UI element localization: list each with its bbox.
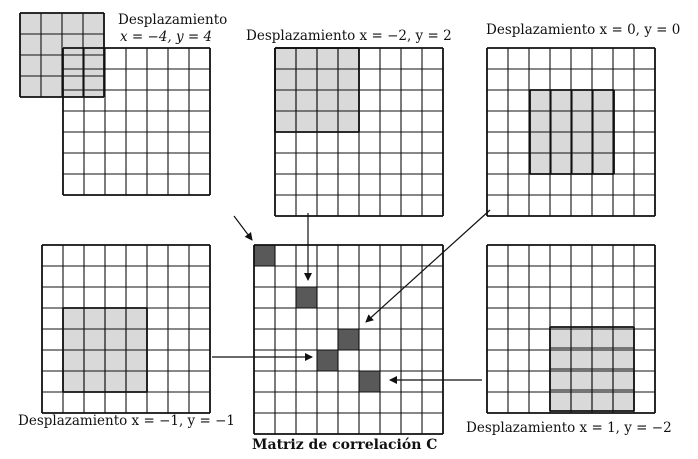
correlation-peak-cell: [338, 329, 359, 350]
arrows: [212, 209, 491, 384]
panel-shift-1-m2: Desplazamiento x = 1, y = −2: [466, 244, 672, 436]
panel-grid: [41, 244, 211, 414]
correlation-matrix: Matriz de correlación C: [252, 244, 444, 453]
correlation-grid: [253, 244, 444, 435]
panel-grid: [486, 47, 656, 217]
panel-grid: [19, 12, 211, 196]
correlation-peak-cell: [359, 371, 380, 392]
correlation-peak-cell: [317, 350, 338, 371]
panel-shift-m4-4: Desplazamiento x = −4, y = 4: [19, 12, 227, 196]
panel-shift-m2-2: Desplazamiento x = −2, y = 2: [246, 28, 452, 217]
panel-label: Desplazamiento x = 0, y = 0: [486, 22, 680, 38]
correlation-peak-cell: [296, 287, 317, 308]
panel-label: Desplazamiento x = 1, y = −2: [466, 420, 672, 436]
panel-label: Desplazamiento x = −1, y = −1: [18, 413, 235, 429]
arrow-panel3-to-matrix: [365, 209, 491, 323]
correlation-title: Matriz de correlación C: [252, 437, 437, 453]
panel-label-line1: Desplazamiento: [118, 12, 227, 28]
panel-grid: [274, 47, 444, 217]
panel-grid: [486, 244, 656, 414]
panel-shift-0-0: Desplazamiento x = 0, y = 0: [486, 22, 680, 217]
correlation-peak-cell: [254, 245, 275, 266]
arrow-panel1-to-matrix: [233, 215, 253, 241]
panel-label-line2: x = −4, y = 4: [120, 29, 212, 45]
panel-label: Desplazamiento x = −2, y = 2: [246, 28, 452, 44]
panel-shift-m1-m1: Desplazamiento x = −1, y = −1: [18, 244, 235, 429]
